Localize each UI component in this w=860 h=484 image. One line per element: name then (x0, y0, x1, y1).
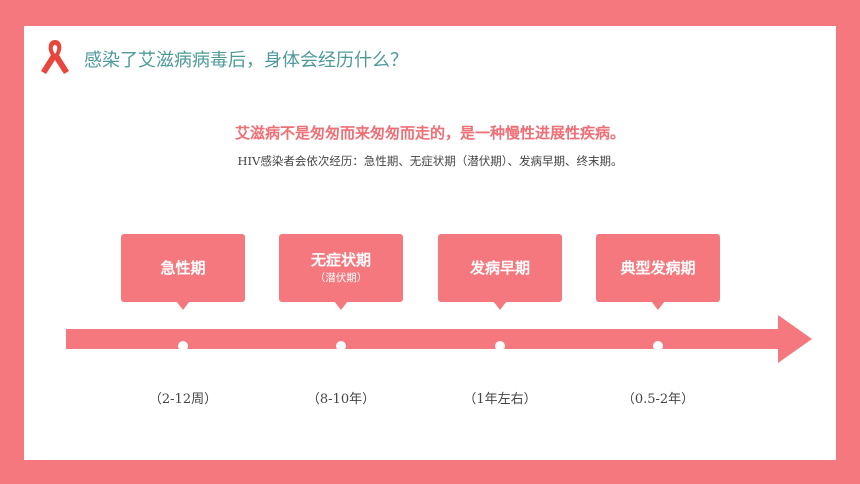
subtitle: 艾滋病不是匆匆而来匆匆而走的，是一种慢性进展性疾病。 (234, 124, 625, 142)
timeline-arrow (66, 315, 812, 363)
stage-duration: （0.5-2年） (621, 392, 695, 407)
stage-label: 急性期 (160, 259, 206, 277)
stage-label: 典型发病期 (620, 259, 696, 277)
stage-duration: （1年左右） (463, 392, 537, 407)
stage-duration: （2-12周） (148, 392, 218, 407)
stage-sublabel: （潜伏期） (314, 272, 368, 284)
timeline-dot (336, 341, 346, 351)
slide-panel: 感染了艾滋病病毒后，身体会经历什么？ 艾滋病不是匆匆而来匆匆而走的，是一种慢性进… (24, 26, 836, 460)
stage-label: 无症状期 (310, 251, 371, 269)
red-ribbon-icon (41, 40, 69, 74)
page-title: 感染了艾滋病病毒后，身体会经历什么？ (84, 50, 408, 71)
stage-duration: （8-10年） (306, 392, 376, 407)
stage-box-early: 发病早期 (438, 234, 562, 310)
stage-box-asymptomatic: 无症状期 （潜伏期） (279, 234, 403, 310)
timeline-dot (178, 341, 188, 351)
stage-box-acute: 急性期 (121, 234, 245, 310)
timeline-dot (495, 341, 505, 351)
description: HIV感染者会依次经历：急性期、无症状期（潜伏期）、发病早期、终末期。 (237, 154, 623, 168)
stage-label: 发病早期 (469, 259, 530, 277)
stage-box-typical: 典型发病期 (596, 234, 720, 310)
timeline-dot (653, 341, 663, 351)
